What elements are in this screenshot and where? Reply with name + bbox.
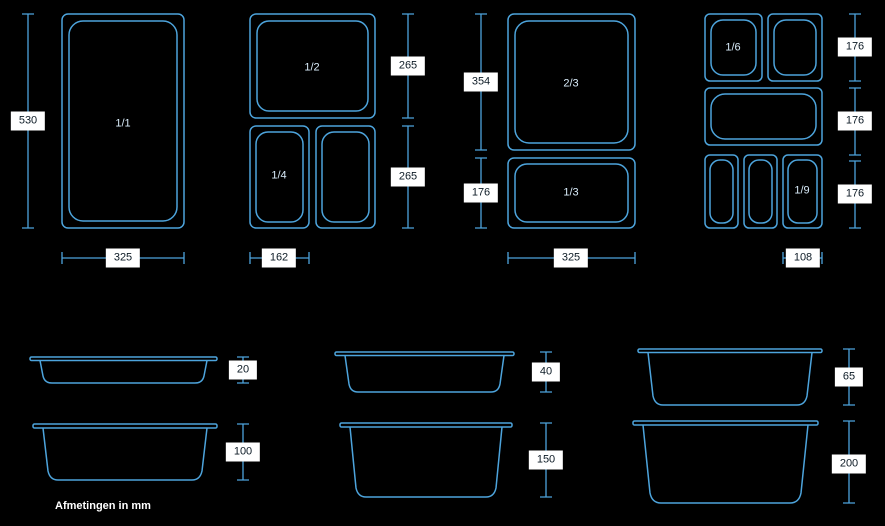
- pan-inner-outline: [710, 93, 817, 140]
- pan-rim: [632, 420, 819, 426]
- dim-badge-354: 354: [463, 72, 499, 92]
- dim-badge-265-top: 265: [390, 56, 426, 76]
- side-view-depth-150: [339, 422, 513, 498]
- pan-outline: [315, 125, 376, 229]
- gn-1-6-1-9-top-view: [704, 13, 823, 229]
- dim-badge-width-108: 108: [785, 248, 821, 268]
- pan-label-1-4: 1/4: [271, 169, 287, 182]
- pan-outline: [507, 157, 636, 229]
- dim-badge-width-162: 162: [261, 248, 297, 268]
- side-view-depth-20: [29, 356, 218, 384]
- pan-outline: [61, 13, 185, 229]
- dim-badge-depth-100: 100: [225, 442, 261, 462]
- pan-inner-outline: [710, 19, 757, 76]
- pan-body: [42, 427, 208, 481]
- pan-outline: [782, 154, 823, 229]
- gn-1-2-1-4-top-view: [249, 13, 376, 229]
- pan-outline: [704, 154, 739, 229]
- pan-inner-outline: [256, 20, 369, 112]
- dimensions-note: Afmetingen in mm: [55, 500, 151, 512]
- dim-badge-width-325-b: 325: [553, 248, 589, 268]
- pan-inner-outline: [787, 159, 818, 224]
- pan-label-1-9: 1/9: [794, 184, 810, 197]
- pan-inner-outline: [773, 19, 817, 76]
- pan-inner-outline: [68, 20, 178, 222]
- dim-badge-265-bottom: 265: [390, 167, 426, 187]
- pan-label-1-3: 1/3: [563, 186, 579, 199]
- pan-label-1-2: 1/2: [304, 61, 320, 74]
- pan-body: [642, 424, 809, 504]
- pan-rim: [637, 348, 823, 354]
- dim-badge-depth-200: 200: [831, 454, 867, 474]
- dim-badge-height-530: 530: [10, 111, 46, 131]
- pan-outline: [767, 13, 823, 82]
- side-view-depth-65: [637, 348, 823, 406]
- pan-label-1-1: 1/1: [115, 117, 131, 130]
- gn-2-3-1-3-top-view: [507, 13, 636, 229]
- pan-inner-outline: [514, 163, 629, 223]
- pan-inner-outline: [748, 159, 773, 224]
- dim-badge-176-left: 176: [463, 183, 499, 203]
- pan-inner-outline: [709, 159, 734, 224]
- pan-outline: [249, 125, 310, 229]
- gn-1-1-top-view: [61, 13, 185, 229]
- gn-top-views: [61, 13, 823, 229]
- side-view-depth-100: [32, 423, 218, 481]
- dim-badge-depth-150: 150: [528, 450, 564, 470]
- dim-badge-depth-65: 65: [834, 367, 864, 387]
- side-view-depth-40: [334, 351, 515, 393]
- pan-label-2-3: 2/3: [563, 77, 579, 90]
- pan-inner-outline: [321, 131, 370, 223]
- pan-body: [344, 355, 505, 393]
- pan-outline: [704, 87, 823, 146]
- pan-rim: [339, 422, 513, 428]
- pan-body: [647, 352, 813, 406]
- dim-badge-depth-20: 20: [228, 360, 258, 380]
- dim-badge-depth-40: 40: [531, 362, 561, 382]
- pan-outline: [249, 13, 376, 119]
- dim-badge-176-c: 176: [837, 184, 873, 204]
- pan-outline: [743, 154, 778, 229]
- dim-badge-176-a: 176: [837, 37, 873, 57]
- pan-rim: [29, 356, 218, 362]
- dim-badge-176-b: 176: [837, 111, 873, 131]
- pan-outline: [704, 13, 763, 82]
- pan-inner-outline: [514, 20, 629, 144]
- pan-label-1-6: 1/6: [725, 41, 741, 54]
- gn-side-views: [29, 348, 823, 504]
- dim-badge-width-325-a: 325: [105, 248, 141, 268]
- pan-rim: [32, 423, 218, 429]
- pan-outline: [507, 13, 636, 151]
- pan-body: [39, 360, 208, 384]
- side-view-depth-200: [632, 420, 819, 504]
- pan-rim: [334, 351, 515, 357]
- pan-inner-outline: [255, 131, 304, 223]
- pan-body: [349, 426, 503, 498]
